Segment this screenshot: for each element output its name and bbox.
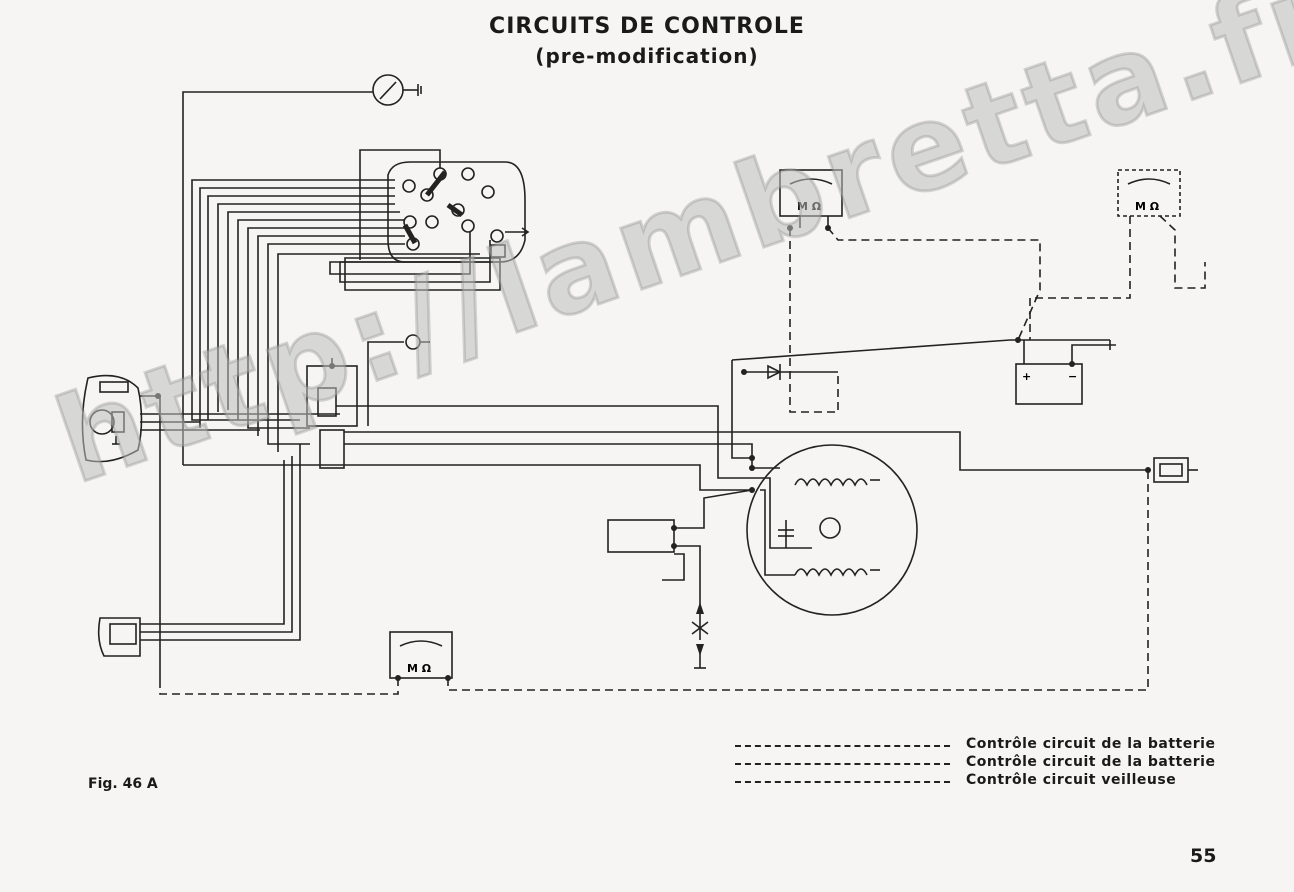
- legend-text: Contrôle circuit de la batterie: [966, 754, 1216, 770]
- legend-row-long-dash: Contrôle circuit veilleuse: [735, 772, 1255, 790]
- battery-plus-label: +: [1022, 370, 1031, 383]
- meter-label-bottom: M Ω: [407, 662, 432, 675]
- legend-text: Contrôle circuit veilleuse: [966, 772, 1177, 788]
- meter-top-right: [1117, 169, 1181, 217]
- top-switch: [182, 74, 422, 465]
- meter-label-top-right: M Ω: [1135, 200, 1160, 213]
- tail-lamp: [1153, 457, 1198, 483]
- page-number: 55: [1190, 845, 1217, 867]
- page-subtitle: (pre-modification): [535, 44, 759, 68]
- test-circuits: [159, 215, 1206, 695]
- legend-row-dashed: Contrôle circuit de la batterie: [735, 754, 1255, 772]
- battery-minus-label: −: [1068, 370, 1077, 383]
- page-title: CIRCUITS DE CONTROLE: [489, 14, 805, 39]
- meter-bottom: [389, 631, 453, 679]
- legend-line-long-dash: [735, 781, 950, 783]
- light-switch-block: [359, 149, 530, 263]
- meter-top-left: [779, 169, 843, 228]
- ignition-coil: [607, 489, 753, 669]
- magneto: [746, 444, 918, 616]
- rear-lamp: [97, 617, 141, 657]
- meter-label-top-left: M Ω: [797, 200, 822, 213]
- legend-text: Contrôle circuit de la batterie: [966, 736, 1216, 752]
- legend-line-dashed: [735, 763, 950, 765]
- battery-symbol: [1015, 340, 1116, 405]
- legend-line-dash-dot: [735, 745, 950, 747]
- legend-row-dash-dot: Contrôle circuit de la batterie: [735, 736, 1255, 754]
- wire-harness: [191, 179, 501, 452]
- figure-label: Fig. 46 A: [88, 776, 158, 792]
